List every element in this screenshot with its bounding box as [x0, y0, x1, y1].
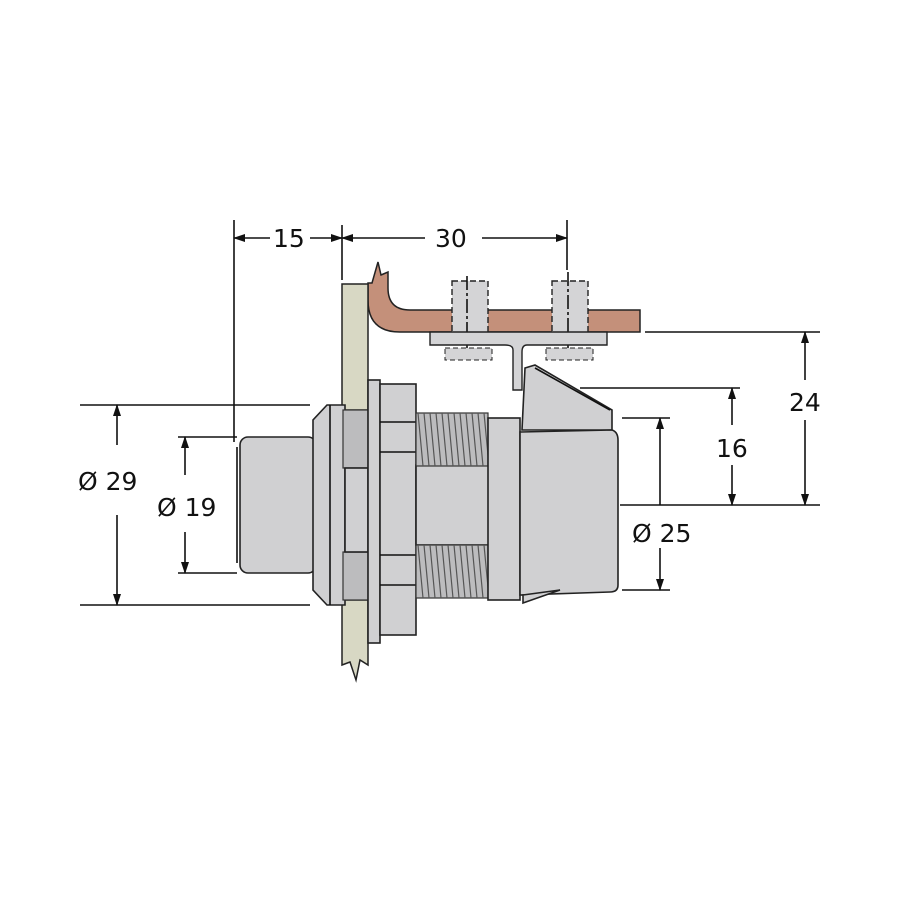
bezel — [312, 404, 346, 606]
dim-24: 24 — [789, 388, 821, 417]
dim-16: 16 — [716, 434, 748, 463]
panel-top — [341, 283, 369, 411]
bolt-1 — [444, 276, 493, 361]
dim-30: 30 — [435, 224, 467, 253]
bracket — [367, 261, 641, 333]
cam-housing — [519, 429, 619, 596]
washer — [367, 379, 381, 644]
dim-15: 15 — [273, 224, 305, 253]
bolt-2 — [545, 272, 594, 361]
cam-wedge — [521, 364, 613, 431]
nut — [379, 383, 417, 636]
panel-bottom — [341, 599, 369, 683]
thread-bottom — [415, 544, 490, 599]
dim-diameter-29: Ø 29 — [78, 467, 137, 496]
mount-plate — [429, 331, 608, 391]
body — [415, 464, 497, 546]
dim-diameter-19: Ø 19 — [157, 493, 216, 522]
plug — [239, 436, 317, 574]
dim-diameter-25: Ø 25 — [632, 519, 691, 548]
thread-top — [415, 412, 490, 467]
